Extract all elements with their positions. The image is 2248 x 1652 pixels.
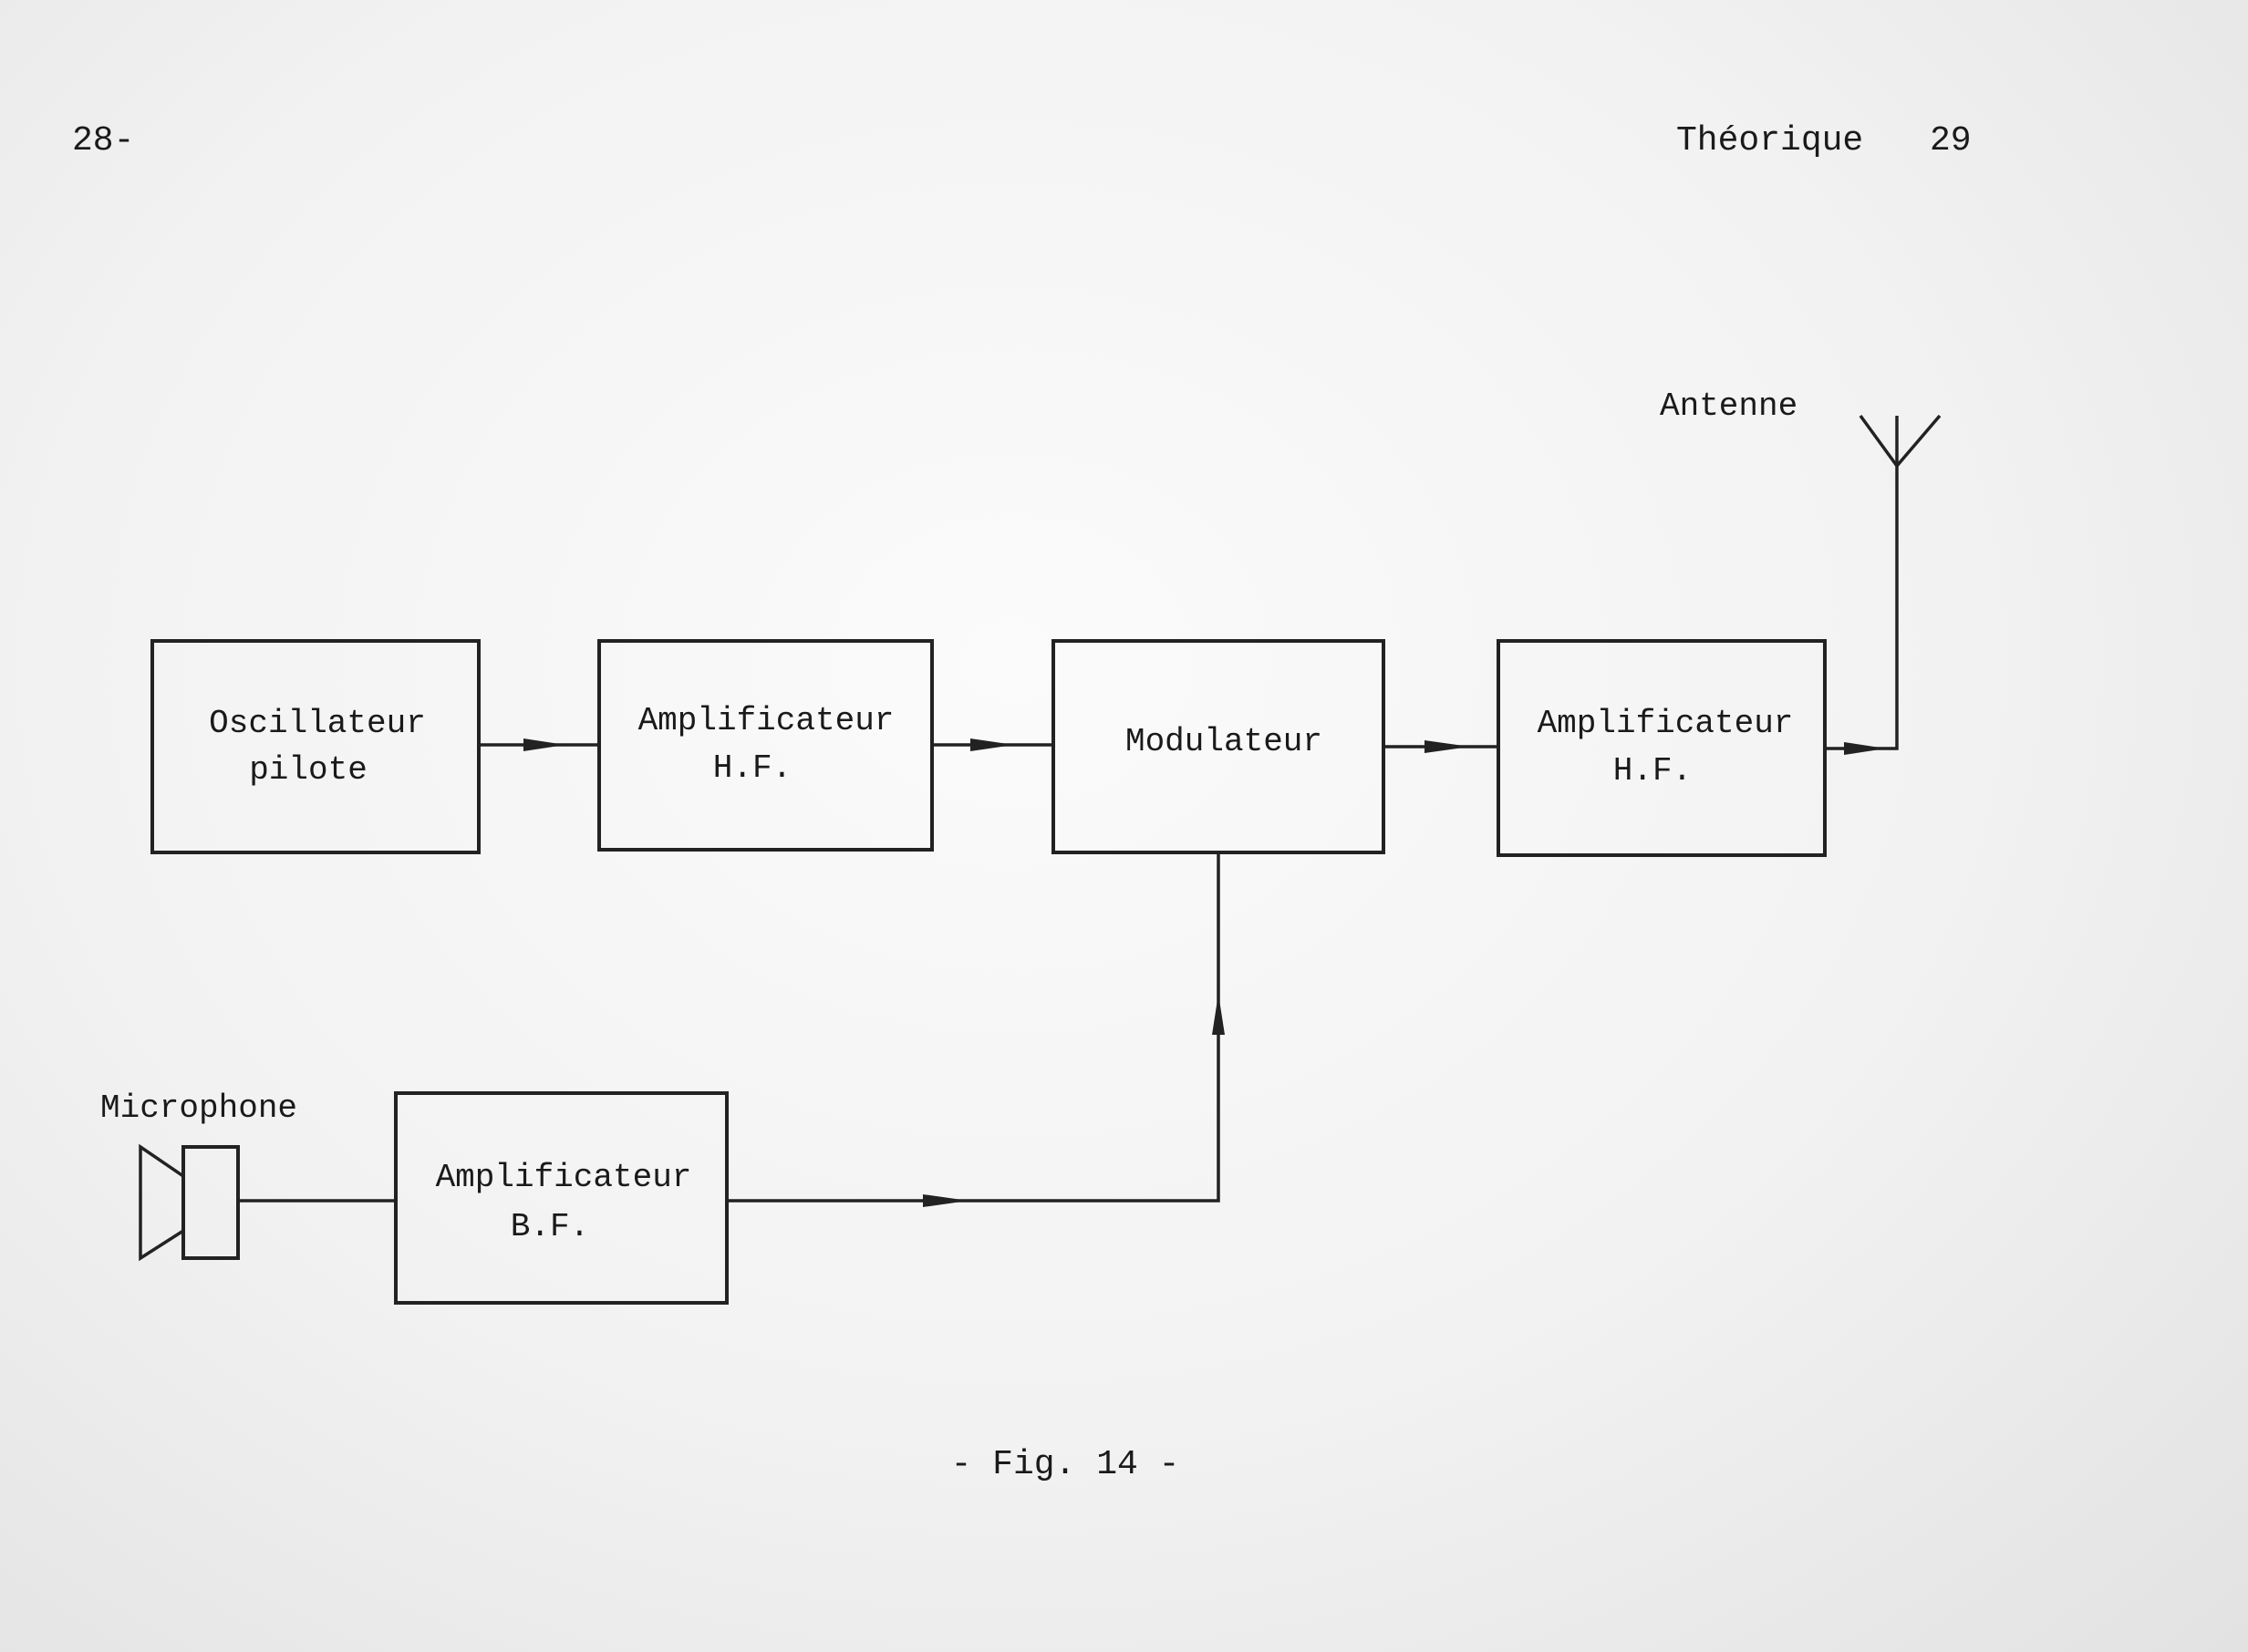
block-bf-amp-line2: B.F. [511, 1208, 589, 1245]
arrow-up-icon [1212, 994, 1225, 1035]
block-bf-amplifier: Amplificateur B.F. [394, 1091, 729, 1305]
block-oscillator: Oscillateur pilote [150, 639, 481, 854]
arrow-right-icon [970, 738, 1014, 751]
antenna-label: Antenne [1660, 387, 1797, 425]
wire-oscillator-to-hf1 [479, 738, 599, 751]
figure-caption: - Fig. 14 - [951, 1445, 1180, 1484]
running-title: Théorique [1676, 121, 1863, 160]
block-oscillator-line1: Oscillateur [209, 705, 426, 742]
arrow-right-icon [523, 738, 565, 751]
block-hf-amp1-line2: H.F. [713, 749, 792, 787]
right-page-number: 29 [1930, 121, 1972, 160]
microphone-label: Microphone [100, 1089, 297, 1127]
antenna-icon [1859, 414, 1942, 469]
block-hf-amplifier-1: Amplificateur H.F. [597, 639, 934, 852]
block-modulator: Modulateur [1051, 639, 1385, 854]
arrow-right-icon [1844, 742, 1886, 755]
block-bf-amp-line1: Amplificateur [436, 1159, 692, 1196]
wire-modulator-to-hf2 [1383, 740, 1498, 753]
microphone-icon [139, 1143, 240, 1262]
block-oscillator-line2: pilote [249, 751, 368, 789]
block-hf-amp2-line1: Amplificateur [1538, 705, 1794, 742]
wire-hf2-to-antenna [1825, 463, 1899, 755]
block-hf-amp2-line2: H.F. [1613, 752, 1692, 790]
wire-hf1-to-modulator [932, 738, 1053, 751]
block-modulator-line1: Modulateur [1125, 723, 1322, 760]
block-hf-amp1-line1: Amplificateur [638, 702, 895, 739]
left-page-number: 28- [72, 121, 134, 160]
arrow-right-icon [923, 1194, 969, 1207]
arrow-right-icon [1424, 740, 1470, 753]
block-hf-amplifier-2: Amplificateur H.F. [1497, 639, 1827, 857]
wire-bf-to-modulator [727, 852, 1225, 1207]
